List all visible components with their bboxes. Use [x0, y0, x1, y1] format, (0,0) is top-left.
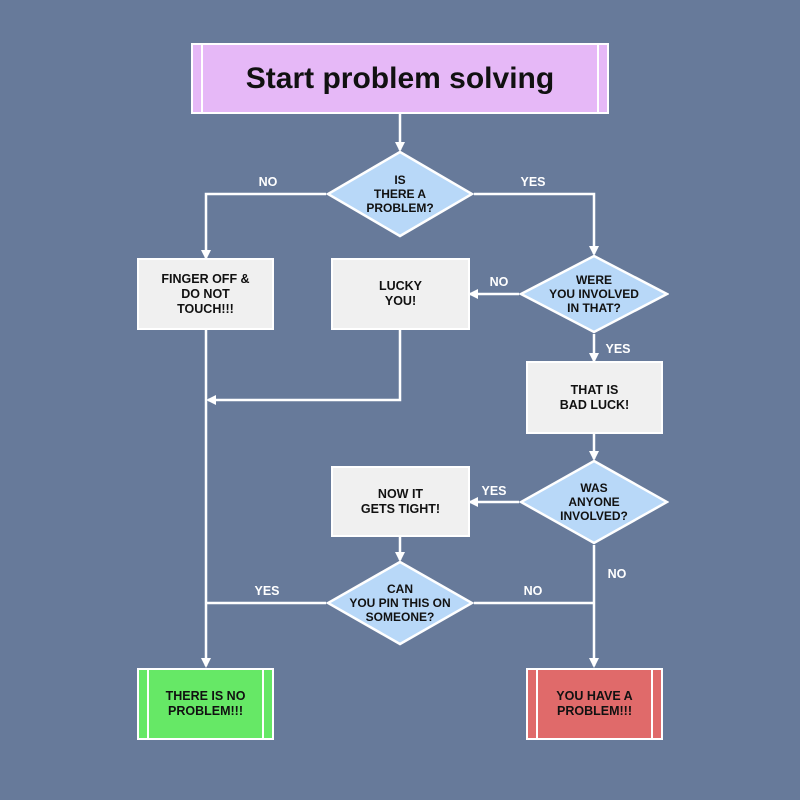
edge-label-pin-on-no: NO — [523, 584, 543, 598]
decision-is-there-a-problem: IS THERE A PROBLEM? — [326, 150, 474, 238]
decision-label: WERE YOU INVOLVED IN THAT? — [549, 273, 639, 315]
edge-label-were-involved-no: NO — [489, 275, 509, 289]
edge-label-were-involved-yes: YES — [605, 342, 631, 356]
process-bad-luck: THAT IS BAD LUCK! — [526, 361, 663, 434]
terminal-no-problem: THERE IS NO PROBLEM!!! — [137, 668, 274, 740]
decision-pin-on-someone: CAN YOU PIN THIS ON SOMEONE? — [326, 560, 474, 646]
edge-lucky-to-merge — [206, 330, 402, 405]
terminal-have-problem: YOU HAVE A PROBLEM!!! — [526, 668, 663, 740]
edge-label-is-problem-yes: YES — [520, 175, 546, 189]
edge-label-is-problem-no: NO — [258, 175, 278, 189]
process-lucky-you: LUCKY YOU! — [331, 258, 470, 330]
start-node: Start problem solving — [191, 43, 609, 114]
edge-label-anyone-involved-no: NO — [607, 567, 627, 581]
decision-label: CAN YOU PIN THIS ON SOMEONE? — [349, 582, 451, 624]
process-gets-tight: NOW IT GETS TIGHT! — [331, 466, 470, 537]
edge-label-anyone-involved-yes: YES — [481, 484, 507, 498]
edge-label-pin-on-yes: YES — [254, 584, 280, 598]
decision-were-you-involved: WERE YOU INVOLVED IN THAT? — [519, 254, 669, 334]
edge-is-problem-no — [201, 192, 326, 260]
edge-is-problem-yes — [474, 192, 599, 256]
decision-anyone-involved: WAS ANYONE INVOLVED? — [519, 459, 669, 545]
decision-label: IS THERE A PROBLEM? — [366, 173, 434, 215]
decision-label: WAS ANYONE INVOLVED? — [560, 481, 628, 523]
process-finger-off: FINGER OFF & DO NOT TOUCH!!! — [137, 258, 274, 330]
